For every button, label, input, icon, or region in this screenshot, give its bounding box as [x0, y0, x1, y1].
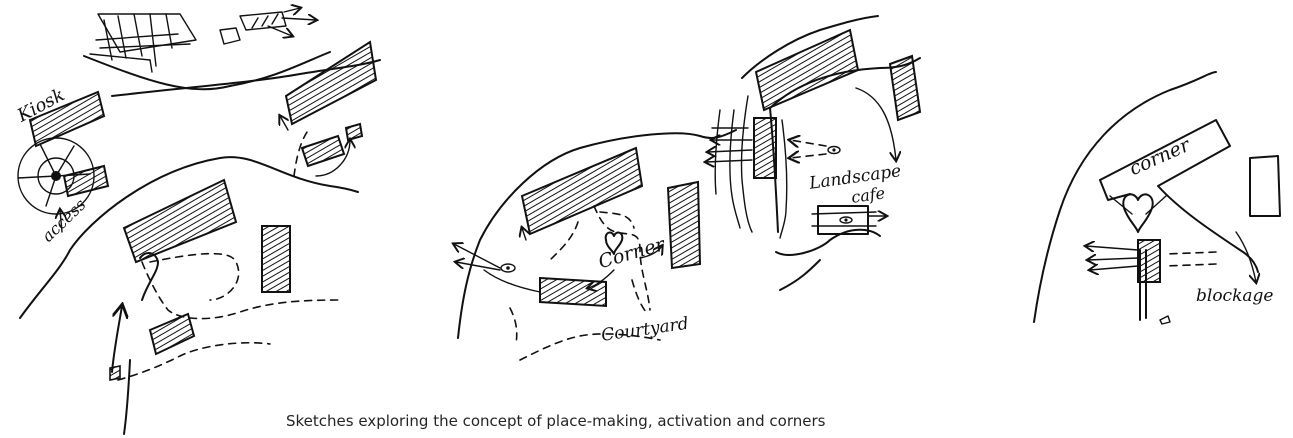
sight-dash-2 — [790, 154, 826, 158]
right-sight-dash-2 — [1166, 264, 1216, 266]
path-dashed-bottom — [118, 343, 270, 380]
block-upper-right — [286, 42, 376, 124]
path-dashed-middle-b — [548, 222, 578, 262]
label-blockage: blockage — [1196, 286, 1273, 306]
view-arrow-left — [456, 262, 500, 270]
block-kiosk-bottom — [64, 166, 108, 196]
entry-small-block — [110, 366, 120, 380]
top-left-perspective-sketch — [90, 14, 196, 72]
block-middle-main — [522, 148, 642, 234]
arrow-to-cafe — [856, 88, 896, 160]
entry-line — [124, 360, 130, 434]
block-upper-right-tiny — [346, 124, 362, 140]
path-dashed-middle-c — [600, 212, 634, 228]
view-line-block — [484, 270, 540, 292]
entry-arrow-up — [112, 306, 122, 372]
block-upper-right-small — [302, 136, 344, 166]
block-right-tall — [262, 226, 290, 292]
wave-1 — [741, 96, 752, 232]
block-middle-right — [668, 182, 700, 268]
block-middle-vertical — [754, 118, 776, 178]
upper-small-arrow — [280, 116, 288, 130]
block-main-large — [124, 180, 236, 262]
figure-caption: Sketches exploring the concept of place-… — [286, 412, 825, 430]
blockage-arrow — [1236, 232, 1256, 282]
block-bottom-small — [150, 314, 194, 354]
arrow-left-3 — [706, 160, 752, 162]
block-arrow-up — [522, 228, 526, 240]
block-middle-top — [756, 30, 858, 110]
right-sight-dash-1 — [1166, 252, 1216, 254]
path-dashed-loop — [150, 254, 239, 300]
corner-heart-right — [1123, 194, 1152, 232]
top-small-blocks-sketch — [220, 8, 316, 44]
eye-symbol-right — [828, 147, 840, 154]
sight-dash-1 — [790, 140, 826, 146]
right-arrow-left-2 — [1088, 258, 1138, 260]
path-dashed-lower — [142, 262, 340, 319]
arrow-left-2 — [708, 150, 752, 152]
path-dashed-courtyard-b — [632, 280, 646, 312]
path-dashed-left — [510, 308, 517, 344]
block-right-small-box — [1250, 156, 1280, 216]
block-right-vertical — [1138, 240, 1160, 282]
block-middle-bottom — [540, 278, 606, 306]
block-right-tiny — [1160, 316, 1170, 324]
right-arrow-left-1 — [1086, 246, 1138, 250]
eye-symbol-left — [501, 264, 515, 272]
wave-4 — [780, 120, 787, 238]
ground-edge-broken — [780, 260, 820, 290]
right-arrow-left-3 — [1090, 266, 1138, 270]
block-middle-far-right — [890, 56, 920, 120]
